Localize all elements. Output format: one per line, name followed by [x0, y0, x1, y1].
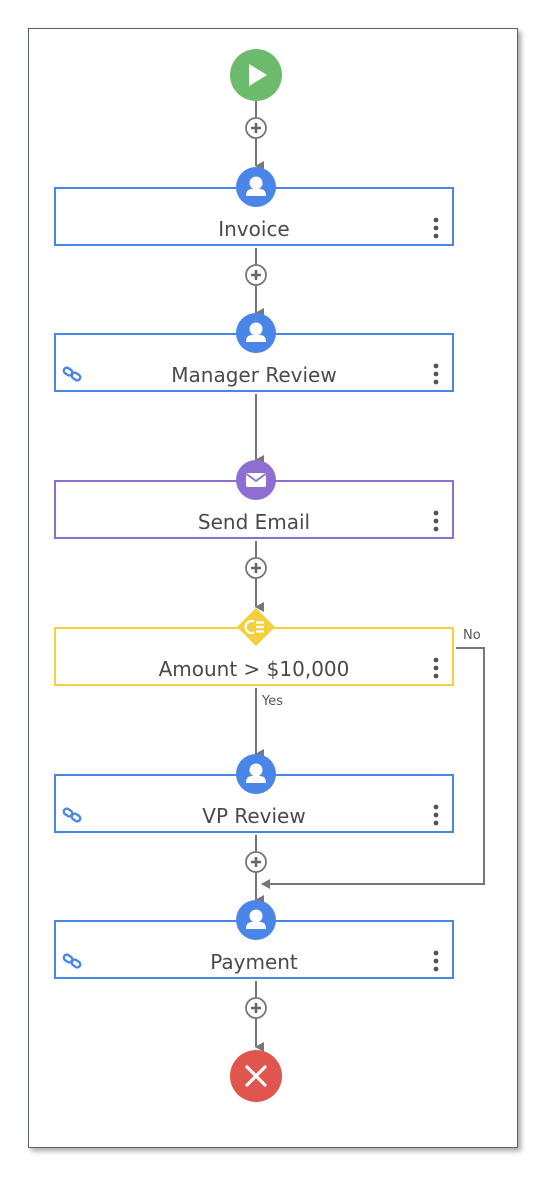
- plus-icon: [245, 851, 267, 873]
- plus-icon: [245, 264, 267, 286]
- user-icon: [246, 909, 266, 929]
- user-task-badge: [236, 313, 276, 353]
- close-icon: [230, 1050, 282, 1102]
- user-task-badge: [236, 900, 276, 940]
- add-step-button[interactable]: [245, 264, 267, 286]
- end-event[interactable]: [230, 1050, 282, 1102]
- branch-label-yes: Yes: [262, 694, 283, 709]
- more-options-icon[interactable]: [432, 216, 440, 240]
- user-icon: [246, 322, 266, 342]
- user-icon: [246, 176, 266, 196]
- add-step-button[interactable]: [245, 851, 267, 873]
- plus-icon: [245, 117, 267, 139]
- node-label: Manager Review: [171, 363, 337, 387]
- condition-badge: [236, 607, 276, 647]
- node-label: Payment: [210, 950, 298, 974]
- plus-icon: [245, 557, 267, 579]
- node-label: Send Email: [197, 510, 311, 534]
- more-options-icon[interactable]: [432, 362, 440, 386]
- more-options-icon[interactable]: [432, 509, 440, 533]
- email-task-badge: [236, 460, 276, 500]
- node-label: VP Review: [202, 804, 306, 828]
- node-manager-review[interactable]: Manager Review: [54, 333, 454, 392]
- play-icon: [230, 49, 282, 101]
- user-task-badge: [236, 754, 276, 794]
- node-label: Amount > $10,000: [158, 657, 350, 681]
- link-icon[interactable]: [62, 807, 82, 823]
- add-step-button[interactable]: [245, 557, 267, 579]
- user-icon: [246, 763, 266, 783]
- link-icon[interactable]: [62, 953, 82, 969]
- node-label: Invoice: [218, 217, 290, 241]
- connector-condition-no: [261, 647, 485, 889]
- more-options-icon[interactable]: [432, 949, 440, 973]
- add-step-button[interactable]: [245, 997, 267, 1019]
- more-options-icon[interactable]: [432, 803, 440, 827]
- user-task-badge: [236, 167, 276, 207]
- link-icon[interactable]: [62, 366, 82, 382]
- plus-icon: [245, 997, 267, 1019]
- add-step-button[interactable]: [245, 117, 267, 139]
- branch-label-no: No: [463, 628, 481, 643]
- condition-icon: [237, 608, 275, 646]
- start-event[interactable]: [230, 49, 282, 101]
- mail-icon: [245, 473, 267, 487]
- more-options-icon[interactable]: [432, 656, 440, 680]
